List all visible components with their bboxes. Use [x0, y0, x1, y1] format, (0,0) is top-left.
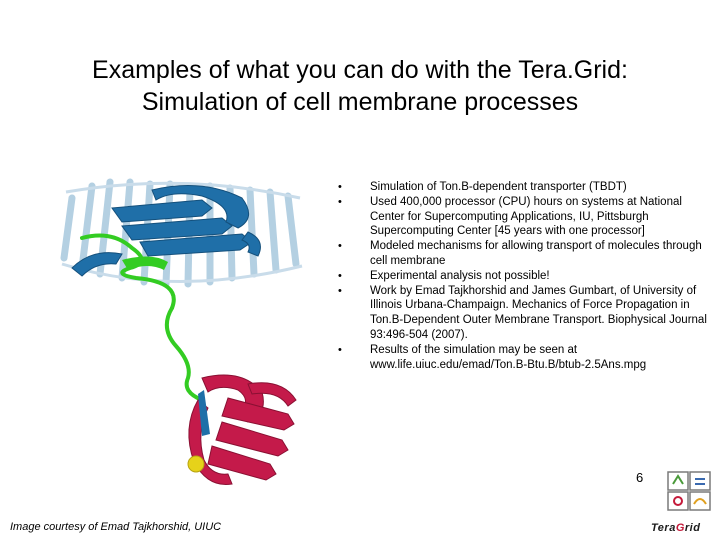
- bullet-dot-icon: •: [338, 195, 342, 208]
- bullet-dot-icon: •: [338, 284, 342, 297]
- image-credit: Image courtesy of Emad Tajkhorshid, UIUC: [10, 521, 222, 533]
- bullet-list: • Simulation of Ton.B-dependent transport…: [338, 180, 708, 372]
- protein-simulation-image: [60, 178, 303, 486]
- ligand-sphere: [187, 455, 205, 473]
- bullet-item-2: • Used 400,000 processor (CPU) hours on s…: [338, 195, 708, 239]
- teragrid-logo-text: TeraGrid: [651, 522, 701, 534]
- bullet-item-1: • Simulation of Ton.B-dependent transport…: [338, 180, 708, 195]
- plug-domain: [71, 185, 261, 277]
- teragrid-logo-icon: [667, 471, 711, 511]
- bullet-dot-icon: •: [338, 269, 342, 282]
- bullet-text-2: Used 400,000 processor (CPU) hours on sy…: [370, 195, 682, 238]
- bullet-text-4: Experimental analysis not possible!: [370, 269, 550, 282]
- bullet-item-6[interactable]: • Results of the simulation may be seen a…: [338, 343, 708, 373]
- bullet-text-6: Results of the simulation may be seen at…: [370, 343, 647, 371]
- bullet-dot-icon: •: [338, 343, 342, 356]
- slide-title: Examples of what you can do with the Ter…: [0, 54, 720, 118]
- tonb-domain: [188, 374, 297, 486]
- bullet-dot-icon: •: [338, 181, 342, 193]
- page-number: 6: [636, 470, 644, 485]
- bullet-item-5: • Work by Emad Tajkhorshid and James Gumb…: [338, 284, 708, 343]
- bullet-text-5: Work by Emad Tajkhorshid and James Gumba…: [370, 284, 707, 341]
- bullet-dot-icon: •: [338, 240, 342, 253]
- bullet-text-3: Modeled mechanisms for allowing transpor…: [370, 240, 702, 267]
- bullet-item-3: • Modeled mechanisms for allowing transpo…: [338, 239, 708, 269]
- bullet-item-4: • Experimental analysis not possible!: [338, 269, 708, 284]
- title-line-1: Examples of what you can do with the Ter…: [92, 56, 628, 84]
- title-line-2: Simulation of cell membrane processes: [141, 88, 579, 116]
- bullet-text-1: Simulation of Ton.B-dependent transporte…: [370, 181, 627, 193]
